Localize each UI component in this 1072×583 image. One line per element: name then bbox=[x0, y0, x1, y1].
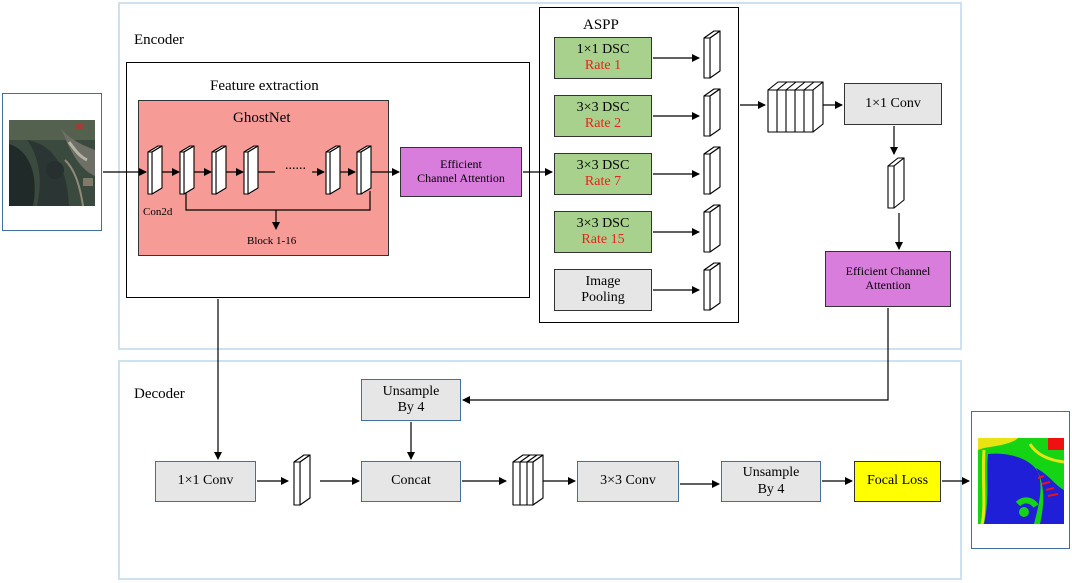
aspp-branch-1: 1×1 DSC Rate 1 bbox=[554, 37, 652, 79]
aspp-branch-4: 3×3 DSC Rate 15 bbox=[554, 211, 652, 253]
aspp-title: ASPP bbox=[583, 17, 619, 33]
aspp-branch-3-name: 3×3 DSC bbox=[576, 157, 630, 173]
ghostnet-map-1 bbox=[147, 145, 163, 195]
output-segmentation-map bbox=[978, 438, 1064, 524]
image-pooling-line2: Pooling bbox=[581, 290, 625, 305]
concat-box: Concat bbox=[361, 461, 461, 502]
focal-loss-box: Focal Loss bbox=[854, 461, 941, 502]
encoder-conv-out-map bbox=[887, 157, 905, 209]
upsample-top-line1: Unsample bbox=[382, 383, 440, 399]
input-satellite-image bbox=[9, 120, 95, 206]
aspp-branch-3: 3×3 DSC Rate 7 bbox=[554, 153, 652, 195]
upsample-top-box: Unsample By 4 bbox=[361, 379, 461, 421]
aspp-out-map-5 bbox=[703, 262, 721, 311]
eca-right-line2: Attention bbox=[865, 278, 911, 292]
ghostnet-map-6 bbox=[356, 145, 372, 195]
aspp-image-pooling: Image Pooling bbox=[554, 269, 652, 311]
decoder-concat-out-stack bbox=[512, 454, 544, 506]
input-image-frame bbox=[2, 93, 102, 231]
image-pooling-line1: Image bbox=[585, 273, 621, 289]
aspp-branch-2: 3×3 DSC Rate 2 bbox=[554, 95, 652, 137]
decoder-conv3x3-box: 3×3 Conv bbox=[577, 461, 679, 502]
encoder-conv1x1-label: 1×1 Conv bbox=[865, 95, 921, 111]
concat-label: Concat bbox=[391, 473, 431, 489]
aspp-branch-2-rate: Rate 2 bbox=[584, 116, 622, 131]
ghostnet-map-3 bbox=[211, 145, 227, 195]
ghostnet-title: GhostNet bbox=[233, 110, 291, 126]
encoder-title: Encoder bbox=[134, 32, 184, 48]
decoder-region bbox=[118, 360, 962, 580]
eca-right-line1: Efficient Channel bbox=[845, 264, 931, 279]
upsample-top-line2: By 4 bbox=[397, 400, 425, 415]
aspp-branch-1-rate: Rate 1 bbox=[584, 58, 622, 73]
eca-right-box: Efficient Channel Attention bbox=[825, 251, 951, 307]
aspp-out-map-3 bbox=[703, 146, 721, 195]
aspp-branch-3-rate: Rate 7 bbox=[584, 174, 622, 189]
upsample-right-line1: Unsample bbox=[742, 465, 800, 481]
aspp-branch-1-name: 1×1 DSC bbox=[576, 41, 630, 57]
upsample-right-box: Unsample By 4 bbox=[721, 461, 821, 502]
output-image-frame bbox=[971, 411, 1070, 549]
aspp-branch-4-name: 3×3 DSC bbox=[576, 215, 630, 231]
eca-encoder-box: Efficient Channel Attention bbox=[400, 147, 522, 197]
ghostnet-dots: ...... bbox=[285, 158, 306, 173]
feature-extraction-title: Feature extraction bbox=[210, 78, 319, 94]
decoder-conv-out-map bbox=[293, 454, 311, 506]
encoder-conv1x1-box: 1×1 Conv bbox=[844, 83, 942, 125]
aspp-out-map-1 bbox=[703, 30, 721, 79]
aspp-branch-4-rate: Rate 15 bbox=[581, 232, 625, 247]
con2d-label: Con2d bbox=[143, 206, 173, 218]
ghostnet-map-5 bbox=[325, 145, 341, 195]
ghostnet-map-4 bbox=[243, 145, 259, 195]
aspp-concat-stack bbox=[767, 81, 824, 133]
block-label: Block 1-16 bbox=[247, 235, 297, 247]
decoder-conv3x3-label: 3×3 Conv bbox=[600, 473, 656, 489]
decoder-title: Decoder bbox=[134, 386, 185, 402]
focal-loss-label: Focal Loss bbox=[866, 473, 929, 489]
eca-encoder-line1: Efficient bbox=[440, 157, 482, 172]
encoder-region bbox=[118, 2, 962, 350]
ghostnet-map-2 bbox=[179, 145, 195, 195]
decoder-conv1x1-label: 1×1 Conv bbox=[177, 473, 234, 489]
decoder-conv1x1-box: 1×1 Conv bbox=[155, 461, 256, 502]
aspp-out-map-2 bbox=[703, 88, 721, 137]
aspp-branch-2-name: 3×3 DSC bbox=[576, 99, 630, 115]
upsample-right-line2: By 4 bbox=[757, 481, 785, 497]
aspp-out-map-4 bbox=[703, 204, 721, 253]
eca-encoder-line2: Channel Attention bbox=[417, 171, 505, 185]
